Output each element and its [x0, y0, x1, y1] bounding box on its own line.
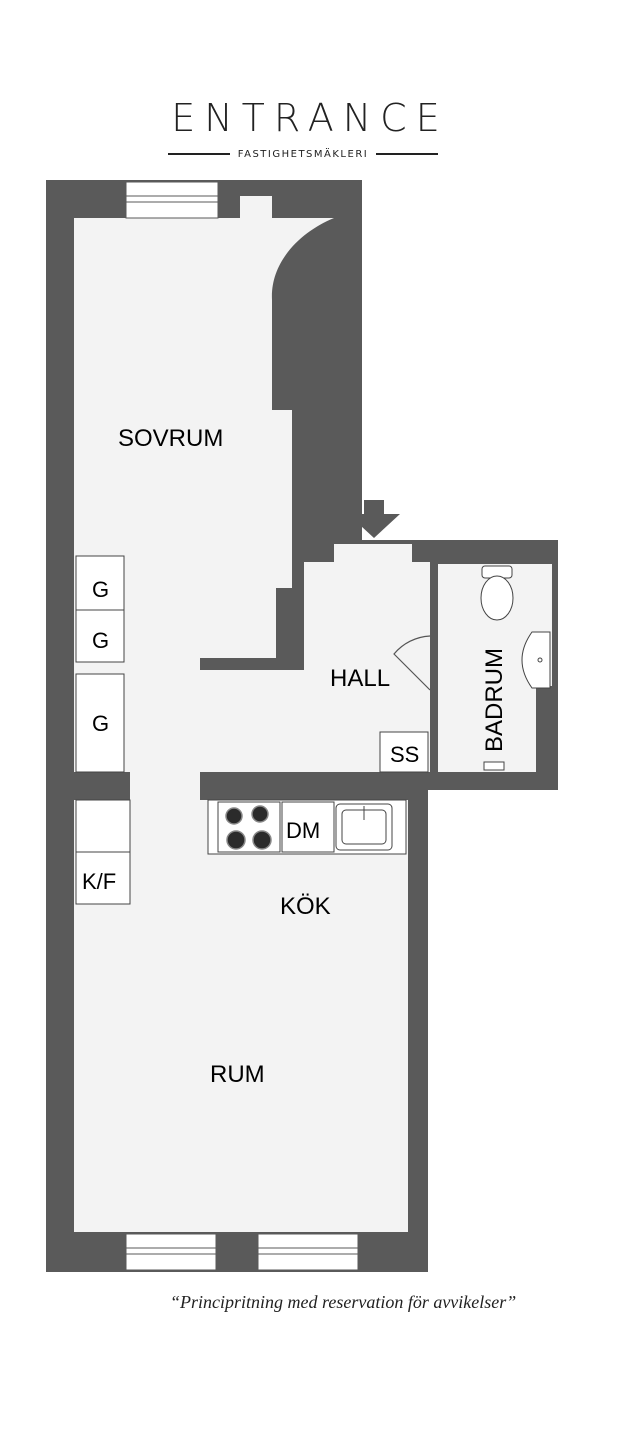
label-storage: SS: [390, 742, 419, 767]
brand-tagline: FASTIGHETSMÄKLERI: [237, 148, 369, 160]
tagline-rule-left: [168, 153, 230, 155]
brand-tagline-row: FASTIGHETSMÄKLERI: [168, 146, 438, 162]
wardrobe-3: [75, 673, 125, 773]
room-label-kok: KÖK: [280, 893, 331, 920]
label-fridge-freezer: K/F: [82, 869, 116, 894]
label-wardrobe-3: G: [92, 711, 109, 736]
dishwasher-box: [281, 801, 335, 853]
badrum-floor: [438, 564, 552, 772]
bathroom-fixtures: [480, 565, 551, 771]
window-rum-right: [257, 1233, 359, 1271]
floor-drain-icon: [483, 761, 505, 771]
kok-rum-floor: [74, 772, 408, 1232]
fridge-freezer-box-lower: [75, 851, 131, 905]
window-rum-left: [125, 1233, 217, 1271]
sovrum-floor: [74, 196, 334, 772]
room-label-hall: HALL: [330, 665, 390, 692]
room-label-badrum: BADRUM: [481, 648, 508, 752]
toilet-icon: [480, 575, 514, 621]
windows: [125, 181, 359, 1271]
hall-floor: [304, 544, 430, 772]
storage-box: [379, 731, 429, 773]
label-wardrobe-2: G: [92, 628, 109, 653]
room-label-sovrum: SOVRUM: [118, 425, 223, 452]
label-wardrobe-1: G: [92, 577, 109, 602]
entrance-arrow-icon: [348, 500, 400, 538]
door-swing: [393, 635, 431, 691]
disclaimer-text: “Principritning med reservation för avvi…: [170, 1292, 517, 1312]
brand-name: ENTRANCE: [171, 96, 449, 140]
label-dishwasher: DM: [286, 818, 320, 843]
wardrobe-2: [75, 609, 125, 663]
wardrobe-1: [75, 555, 125, 611]
window-sovrum: [125, 181, 219, 219]
hob-icon: [225, 805, 272, 850]
tagline-rule-right: [376, 153, 438, 155]
wardrobes: [75, 555, 429, 905]
washbasin-icon: [521, 631, 551, 689]
stove: [217, 801, 281, 853]
room-label-rum: RUM: [210, 1061, 265, 1088]
fridge-freezer-box: [75, 799, 131, 853]
kitchen-counter: [207, 799, 407, 855]
